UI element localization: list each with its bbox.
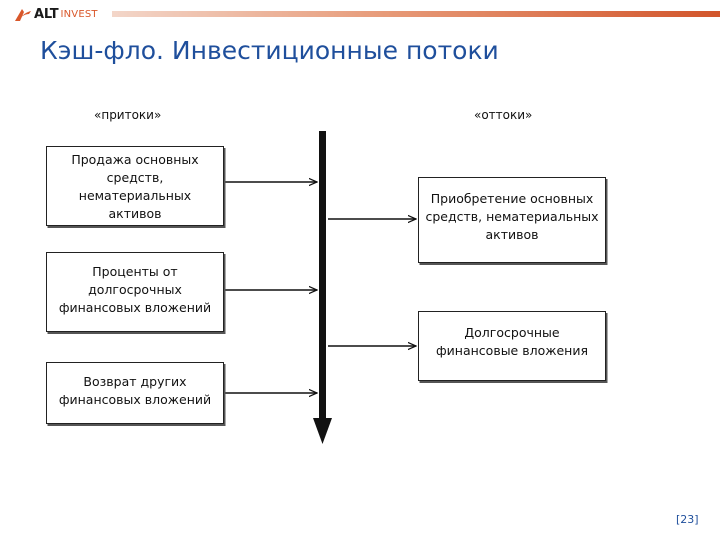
brand-name-primary: ALT xyxy=(34,6,59,22)
page-title: Кэш-фло. Инвестиционные потоки xyxy=(40,36,499,65)
outflow-box-2-text: Долгосрочные финансовые вложения xyxy=(435,325,588,358)
inflow-box-1: Продажа основных средств, нематериальных… xyxy=(46,146,224,226)
inflow-box-2: Проценты от долгосрочных финансовых влож… xyxy=(46,252,224,332)
outflow-box-1-text: Приобретение основных средств, нематериа… xyxy=(425,191,599,242)
inflow-box-3: Возврат других финансовых вложений xyxy=(46,362,224,424)
brand-name-secondary: INVEST xyxy=(60,8,98,20)
brand-logo: ALT INVEST xyxy=(14,4,98,24)
inflow-box-2-text: Проценты от долгосрочных финансовых влож… xyxy=(58,264,212,315)
page-number: [23] xyxy=(676,513,699,526)
altinvest-swoosh-logo-icon xyxy=(15,9,31,21)
main-flow-arrowhead xyxy=(313,418,332,444)
outflows-column-header: «оттоки» xyxy=(474,108,533,122)
main-flow-axis xyxy=(319,131,326,423)
inflow-box-3-text: Возврат других финансовых вложений xyxy=(58,374,212,407)
inflow-box-1-text: Продажа основных средств, нематериальных… xyxy=(71,152,199,221)
outflow-box-2: Долгосрочные финансовые вложения xyxy=(418,311,606,381)
outflow-box-1: Приобретение основных средств, нематериа… xyxy=(418,177,606,263)
header-accent-bar xyxy=(112,11,720,17)
inflows-column-header: «притоки» xyxy=(94,108,162,122)
